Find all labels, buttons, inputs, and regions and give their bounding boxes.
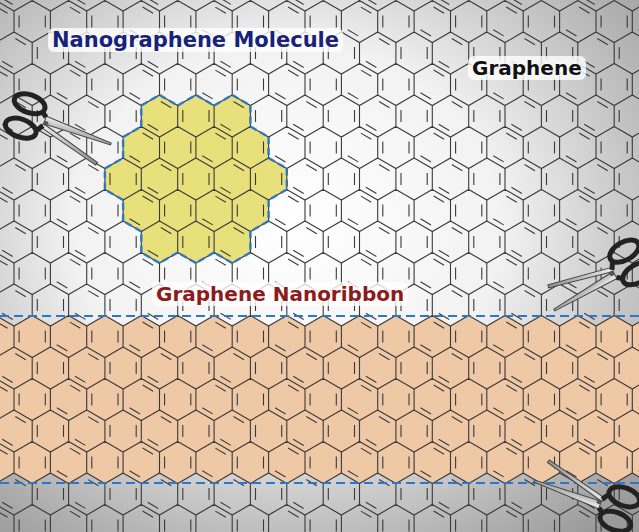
molecule-cut-line — [214, 253, 232, 264]
filled-ring — [196, 442, 232, 484]
molecule-cut-line — [105, 190, 123, 201]
molecule-cut-line — [250, 221, 268, 232]
filled-ring — [269, 442, 305, 484]
filled-ring — [123, 442, 159, 484]
molecule-cut-line — [178, 253, 196, 264]
filled-ring — [632, 442, 639, 484]
molecule-cut-line — [104, 169, 106, 190]
molecule-cut-line — [196, 95, 214, 106]
molecule-cut-line — [178, 95, 196, 106]
molecule-cut-line — [214, 95, 232, 106]
molecule-cut-line — [232, 253, 250, 264]
molecule-cut-line — [232, 95, 250, 106]
filled-ring — [487, 442, 523, 484]
molecule-cut-line — [123, 127, 141, 138]
filled-ring — [341, 442, 377, 484]
molecule-cut-line — [249, 232, 251, 253]
molecule-cut-line — [249, 106, 251, 127]
molecule-cut-line — [267, 200, 269, 221]
molecule-cut-line — [196, 253, 214, 264]
scissors-icon — [528, 458, 639, 532]
molecule-cut-line — [122, 200, 124, 221]
molecule-cut-line — [267, 137, 269, 158]
molecule-cut-line — [140, 232, 142, 253]
molecule-cut-line — [250, 127, 268, 138]
molecule-cut-line — [269, 190, 287, 201]
ribbon-cut-line — [0, 315, 639, 317]
molecule-cut-line — [286, 169, 288, 190]
filled-ring — [214, 221, 250, 263]
molecule-cut-line — [269, 158, 287, 169]
molecule-cut-line — [160, 253, 178, 264]
graphene-label: Graphene — [468, 56, 586, 80]
molecule-cut-line — [105, 158, 123, 169]
molecule-cut-line — [141, 253, 159, 264]
molecule-cut-line — [123, 221, 141, 232]
nanoribbon-label: Graphene Nanoribbon — [152, 282, 408, 306]
filled-ring — [50, 442, 86, 484]
molecule-cut-line — [160, 95, 178, 106]
filled-ring — [141, 221, 177, 263]
filled-ring — [560, 442, 596, 484]
molecule-cut-line — [140, 106, 142, 127]
scissors-icon — [542, 235, 639, 326]
scissors-icon — [3, 90, 118, 168]
molecule-cut-line — [141, 95, 159, 106]
molecule-cut-line — [122, 137, 124, 158]
molecule-label: Nanographene Molecule — [48, 28, 343, 52]
filled-ring — [414, 442, 450, 484]
